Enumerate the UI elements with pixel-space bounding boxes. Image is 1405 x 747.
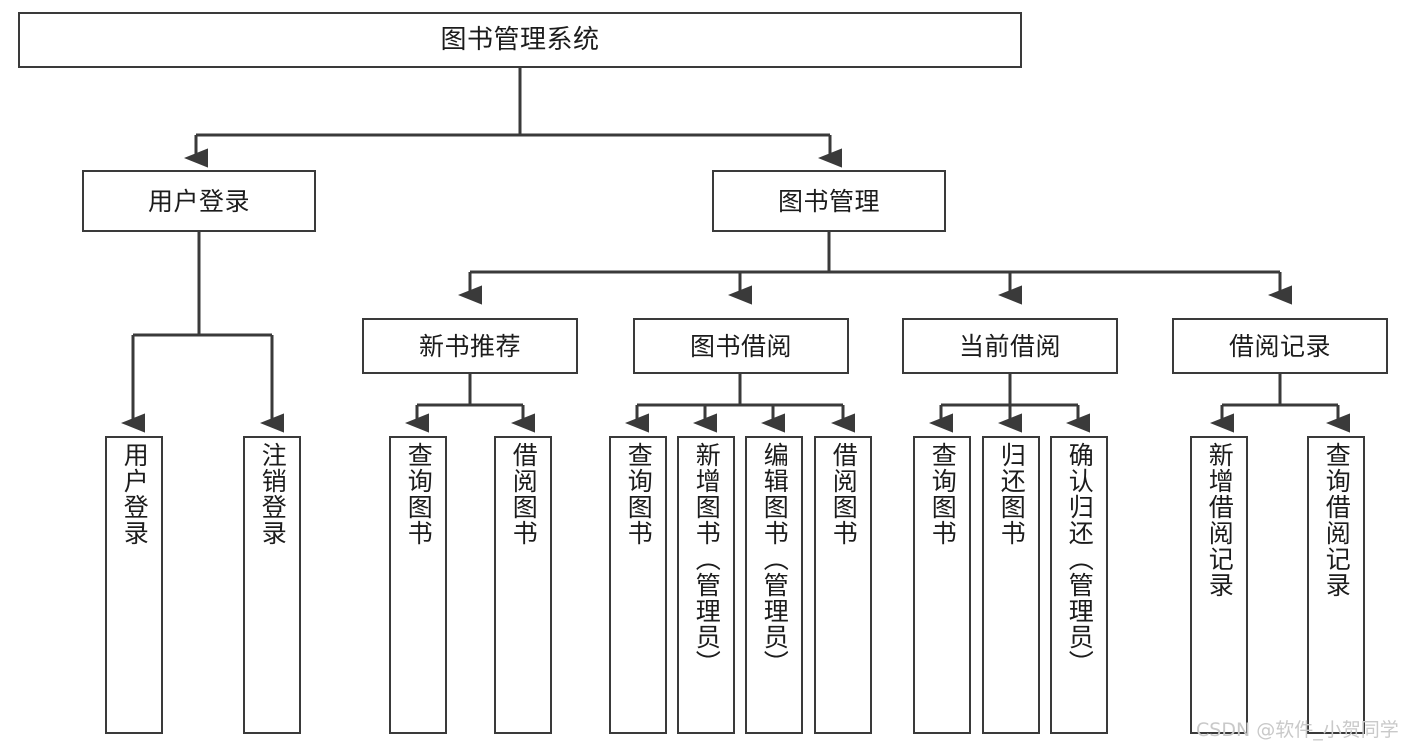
leaf-query-book-1[interactable]: 查询图书: [389, 436, 447, 734]
leaf-borrow-book-1-label: 借阅图书: [509, 442, 539, 546]
node-borrow-record-label: 借阅记录: [1228, 331, 1331, 361]
csdn-watermark: CSDN @软件_小贺同学: [1196, 719, 1399, 741]
node-user-login[interactable]: 用户登录: [82, 170, 316, 232]
leaf-borrow-book-1[interactable]: 借阅图书: [494, 436, 552, 734]
leaf-borrow-book-2-label: 借阅图书: [829, 442, 859, 546]
leaf-return-book[interactable]: 归还图书: [982, 436, 1040, 734]
leaf-edit-book-label: 编辑图书（管理员）: [760, 442, 790, 676]
node-current-borrow-label: 当前借阅: [958, 331, 1061, 361]
leaf-borrow-book-2[interactable]: 借阅图书: [814, 436, 872, 734]
leaf-edit-book[interactable]: 编辑图书（管理员）: [745, 436, 803, 734]
leaf-return-book-label: 归还图书: [997, 442, 1027, 546]
node-book-manage[interactable]: 图书管理: [712, 170, 946, 232]
leaf-add-book-label: 新增图书（管理员）: [692, 442, 722, 676]
leaf-query-book-2[interactable]: 查询图书: [609, 436, 667, 734]
leaf-confirm-return[interactable]: 确认归还（管理员）: [1050, 436, 1108, 734]
node-book-borrow-label: 图书借阅: [689, 331, 792, 361]
leaf-user-logout-label: 注销登录: [258, 442, 288, 546]
node-current-borrow[interactable]: 当前借阅: [902, 318, 1118, 374]
node-root[interactable]: 图书管理系统: [18, 12, 1022, 68]
leaf-user-logout[interactable]: 注销登录: [243, 436, 301, 734]
leaf-add-record[interactable]: 新增借阅记录: [1190, 436, 1248, 734]
node-book-borrow[interactable]: 图书借阅: [633, 318, 849, 374]
leaf-query-book-3[interactable]: 查询图书: [913, 436, 971, 734]
leaf-query-book-3-label: 查询图书: [928, 442, 958, 546]
node-borrow-record[interactable]: 借阅记录: [1172, 318, 1388, 374]
leaf-user-login[interactable]: 用户登录: [105, 436, 163, 734]
node-root-label: 图书管理系统: [440, 25, 600, 55]
leaf-confirm-return-label: 确认归还（管理员）: [1065, 442, 1095, 676]
leaf-user-login-label: 用户登录: [120, 442, 150, 546]
leaf-query-book-2-label: 查询图书: [624, 442, 654, 546]
leaf-query-record-label: 查询借阅记录: [1322, 442, 1352, 598]
leaf-query-record[interactable]: 查询借阅记录: [1307, 436, 1365, 734]
node-new-book-recommend[interactable]: 新书推荐: [362, 318, 578, 374]
leaf-add-book[interactable]: 新增图书（管理员）: [677, 436, 735, 734]
node-new-book-recommend-label: 新书推荐: [418, 331, 521, 361]
leaf-add-record-label: 新增借阅记录: [1205, 442, 1235, 598]
node-book-manage-label: 图书管理: [777, 186, 880, 216]
leaf-query-book-1-label: 查询图书: [404, 442, 434, 546]
node-user-login-label: 用户登录: [147, 186, 250, 216]
